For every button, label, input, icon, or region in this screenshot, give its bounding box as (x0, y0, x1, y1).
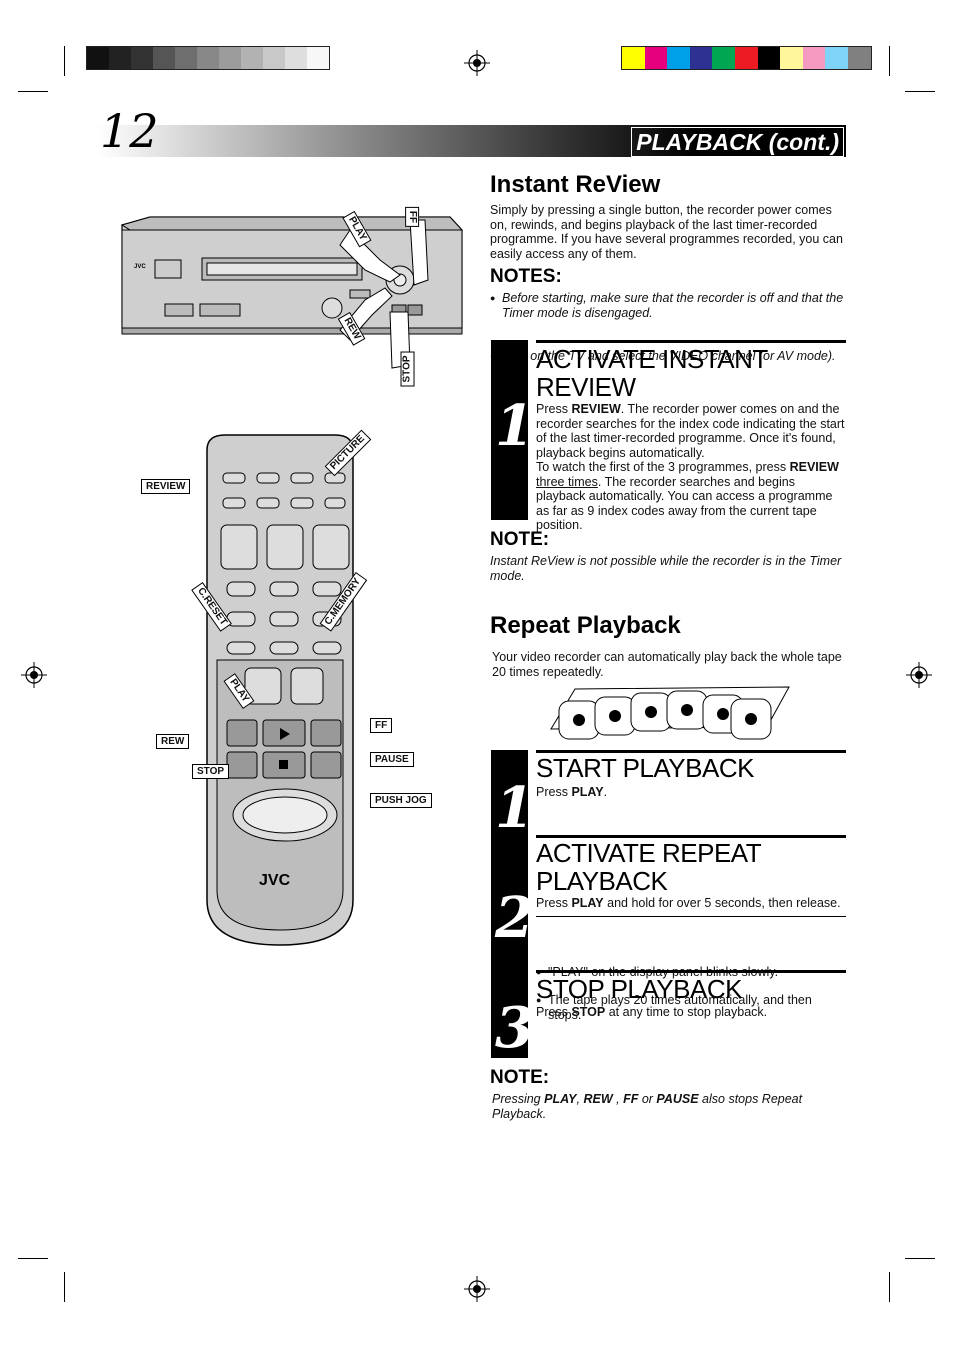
color-calibration-bar (621, 46, 872, 70)
crop-mark (905, 1258, 935, 1259)
vcr-ff-label: FF (405, 206, 420, 228)
registration-target-icon (464, 50, 490, 76)
remote-review-label: REVIEW (141, 479, 191, 494)
note-item: Before starting, make sure that the reco… (490, 291, 852, 320)
svg-text:JVC: JVC (259, 872, 291, 889)
remote-rew-label: REW (156, 734, 190, 749)
remote-push-jog-label: PUSH JOG (370, 793, 432, 808)
step-number: 2 (495, 885, 534, 951)
grayscale-bar (86, 46, 330, 70)
step-box (491, 750, 528, 1058)
instant-review-heading: Instant ReView (490, 171, 661, 198)
step-number: 1 (495, 393, 534, 459)
step-2-text: Press PLAY and hold for over 5 seconds, … (536, 896, 841, 910)
vcr-stop-label: STOP (400, 351, 415, 387)
step-number: 3 (495, 995, 534, 1061)
crop-mark (18, 91, 48, 92)
repeat-playback-intro: Your video recorder can automatically pl… (492, 650, 842, 679)
step-rule (536, 835, 846, 838)
step-2-bullet: The tape plays 20 times automatically, a… (536, 993, 848, 1022)
crop-mark (889, 1272, 890, 1302)
step-1-text: Press REVIEW. The recorder power comes o… (536, 402, 845, 532)
step-title: START PLAYBACK (536, 753, 754, 783)
step-rule (536, 970, 846, 973)
remote-control-illustration: JVC (206, 434, 354, 946)
step-1-text: Press PLAY. (536, 785, 608, 799)
header-band (98, 125, 846, 157)
crop-mark (889, 46, 890, 76)
crop-mark (18, 1258, 48, 1259)
divider (536, 916, 846, 917)
note-heading: NOTE: (490, 1067, 550, 1088)
crop-mark (64, 1272, 65, 1302)
remote-stop-label: STOP (192, 764, 230, 779)
remote-pause-label: PAUSE (370, 752, 414, 767)
step-rule (536, 340, 846, 343)
vcr-illustration: JVC (120, 216, 464, 369)
instant-review-note: Instant ReView is not possible while the… (490, 554, 842, 583)
registration-target-icon (464, 1276, 490, 1302)
repeat-playback-heading: Repeat Playback (490, 612, 681, 639)
section-title: PLAYBACK (cont.) (631, 127, 844, 157)
crop-mark (64, 46, 65, 76)
step-number: 1 (495, 775, 534, 841)
step-title: ACTIVATE REPEAT PLAYBACK (536, 838, 762, 896)
svg-text:JVC: JVC (134, 264, 146, 270)
instant-review-intro: Simply by pressing a single button, the … (490, 203, 843, 261)
registration-target-icon (21, 662, 47, 688)
repeat-film-illustration (550, 686, 790, 740)
notes-heading: NOTES: (490, 266, 562, 287)
remote-ff-label: FF (370, 718, 393, 733)
repeat-playback-note: Pressing PLAY, REW , FF or PAUSE also st… (492, 1092, 803, 1121)
page-number: 12 (100, 104, 159, 158)
step-box (491, 340, 528, 520)
step-3-text: Press STOP at any time to stop playback. (536, 1005, 768, 1019)
step-title: STOP PLAYBACK (536, 974, 742, 1004)
crop-mark (905, 91, 935, 92)
registration-target-icon (906, 662, 932, 688)
step-title: ACTIVATE INSTANT REVIEW (536, 344, 768, 402)
step-rule (536, 750, 846, 753)
note-heading: NOTE: (490, 529, 550, 550)
